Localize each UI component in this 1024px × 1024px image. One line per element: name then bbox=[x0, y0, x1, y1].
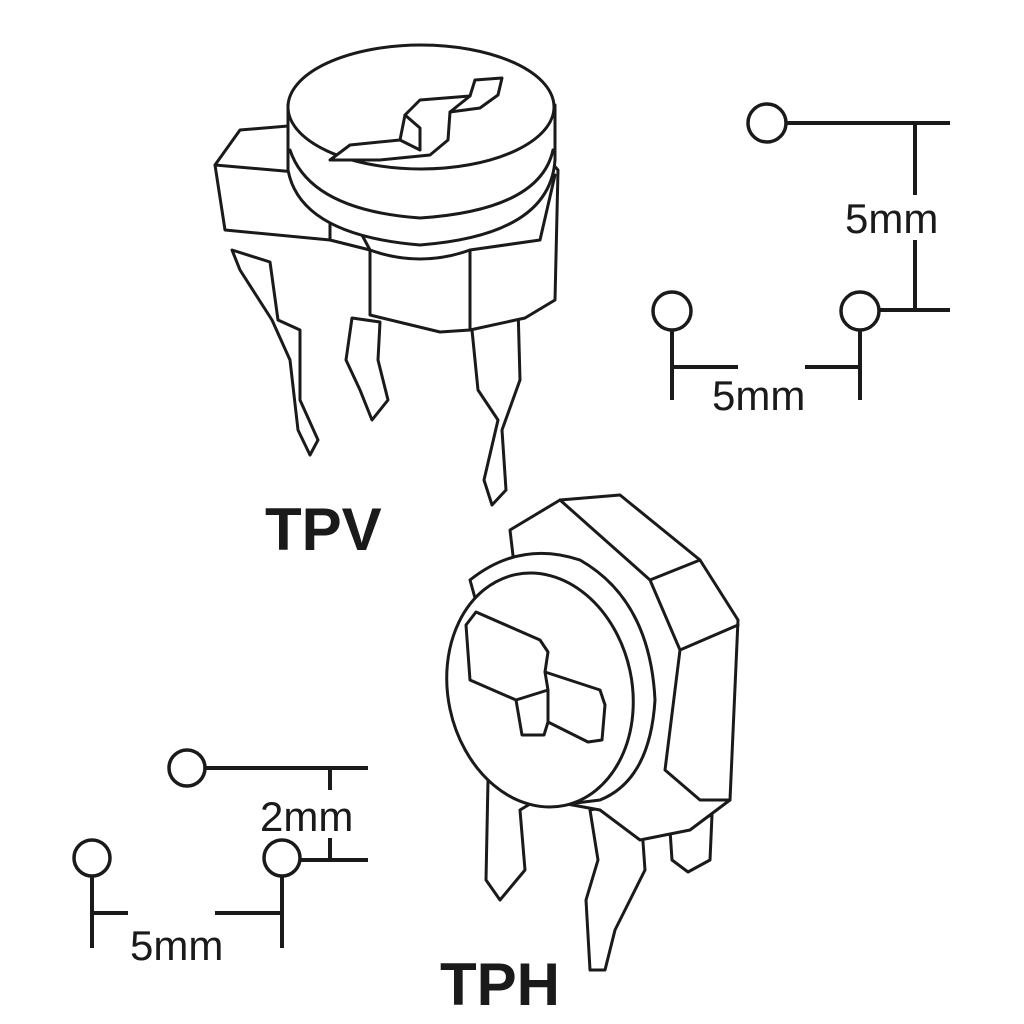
tpv-component-drawing bbox=[213, 43, 560, 507]
pad-icon bbox=[72, 838, 112, 878]
tpv-lead-right bbox=[468, 304, 522, 507]
tpv-lead-middle bbox=[344, 316, 390, 422]
pad-icon bbox=[262, 838, 302, 878]
tpv-cross-slot bbox=[328, 76, 504, 162]
tph-cross-slot bbox=[464, 610, 607, 744]
tpv-vertical-pitch: 5mm bbox=[845, 195, 939, 242]
tph-body-edge bbox=[558, 498, 740, 802]
tph-vertical-pitch: 2mm bbox=[260, 793, 354, 840]
tpv-knob-edge bbox=[288, 148, 555, 220]
tpv-cross-slot-edge bbox=[398, 94, 472, 152]
tph-cross-slot-edge bbox=[514, 670, 550, 724]
tpv-horizontal-pitch: 5mm bbox=[712, 372, 806, 419]
tph-footprint bbox=[72, 748, 368, 948]
tpv-body-edge bbox=[368, 173, 557, 261]
tph-label: TPH bbox=[440, 951, 560, 1018]
tpv-lead-left bbox=[230, 248, 320, 457]
tpv-label: TPV bbox=[265, 496, 382, 563]
pad-icon bbox=[651, 290, 693, 332]
tph-component-drawing bbox=[445, 493, 740, 972]
pad-icon bbox=[746, 102, 788, 144]
tpv-footprint bbox=[651, 102, 950, 400]
tph-horizontal-pitch: 5mm bbox=[130, 922, 224, 969]
pad-icon bbox=[839, 290, 881, 332]
pad-icon bbox=[167, 748, 207, 788]
